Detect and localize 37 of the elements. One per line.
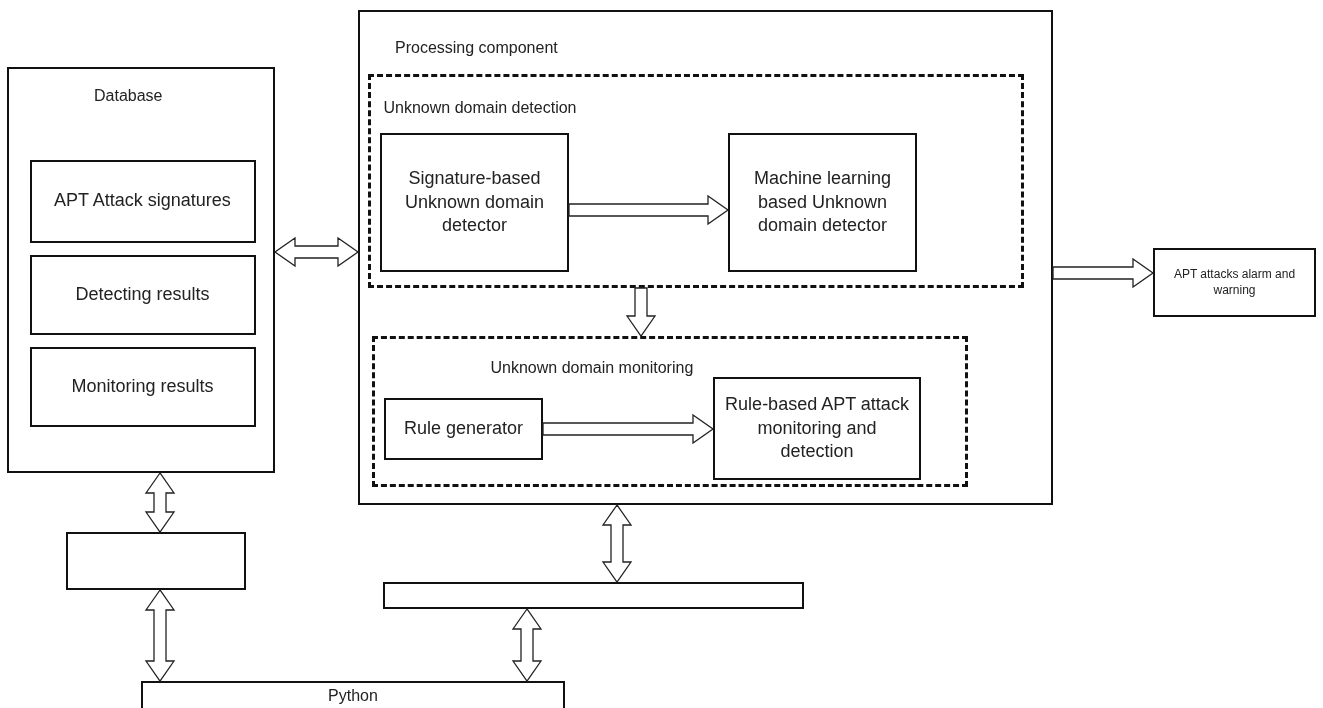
process-box [384,398,543,460]
box-label: Detecting results [74,282,211,306]
box-label: Rule-based APT attack monitoring and detection [724,393,910,464]
language-box [141,681,565,708]
group-title: Unknown domain monitoring [490,358,694,377]
block-arrow [542,413,715,445]
process-box [713,377,921,480]
block-arrow [144,588,176,683]
group-title: Database [94,87,163,105]
block-arrow [601,503,633,584]
output-box [1153,248,1316,317]
block-arrow [144,471,176,534]
module-group [367,73,1024,288]
table-box [29,346,256,427]
box-label: Monitoring results [70,374,215,398]
box-label: Signature-based Unknown domain detector [403,167,546,238]
box-label: Python [327,687,379,705]
box-label: APT Attack signatures [53,189,232,213]
box-label: Rule generator [402,417,525,441]
process-box [380,133,569,272]
group-title: Unknown domain detection [383,98,577,117]
group-title: Processing component [395,39,558,57]
table-box [29,159,256,243]
table-box [29,254,256,335]
block-arrow [273,236,360,268]
database-box [7,67,275,473]
block-arrow [625,287,657,338]
block-arrow [511,607,543,683]
box-label: Machine learning based Unknown domain detector [752,167,893,238]
storage-box [66,532,246,590]
component-box [358,10,1053,505]
module-group [371,335,968,487]
engine-box [383,582,804,609]
process-box [728,133,917,272]
block-arrow [568,194,730,226]
box-label: APT attacks alarm and warning [1172,266,1297,299]
block-arrow [1052,257,1155,289]
